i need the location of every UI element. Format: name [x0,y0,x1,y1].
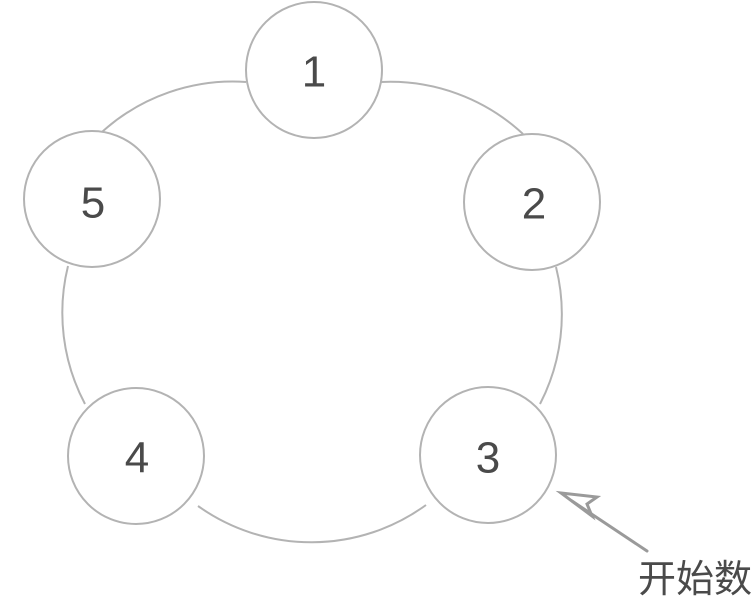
node-1[interactable]: 1 [245,1,383,139]
arrow-head-icon [555,490,602,521]
node-4[interactable]: 4 [67,387,205,525]
node-1-label: 1 [302,48,326,97]
node-3[interactable]: 3 [419,386,557,524]
node-2-label: 2 [522,180,546,229]
node-4-circle[interactable] [67,387,205,525]
edge-1-to-2 [380,80,524,135]
edge-group [61,80,563,544]
node-5-label: 5 [81,179,105,228]
node-2-circle[interactable] [463,133,601,271]
node-1-circle[interactable] [245,1,383,139]
node-2[interactable]: 2 [463,133,601,271]
node-3-label: 3 [476,434,500,483]
edge-3-to-4 [197,504,427,544]
node-3-circle[interactable] [419,386,557,524]
edge-5-to-1 [101,80,247,133]
node-5[interactable]: 5 [23,130,161,268]
node-5-circle[interactable] [23,130,161,268]
edge-2-to-3 [539,266,563,405]
node-4-label: 4 [125,434,149,483]
start-annotation: 开始数 [555,490,751,601]
start-count-label: 开始数 [638,557,751,601]
edge-4-to-5 [61,265,86,405]
